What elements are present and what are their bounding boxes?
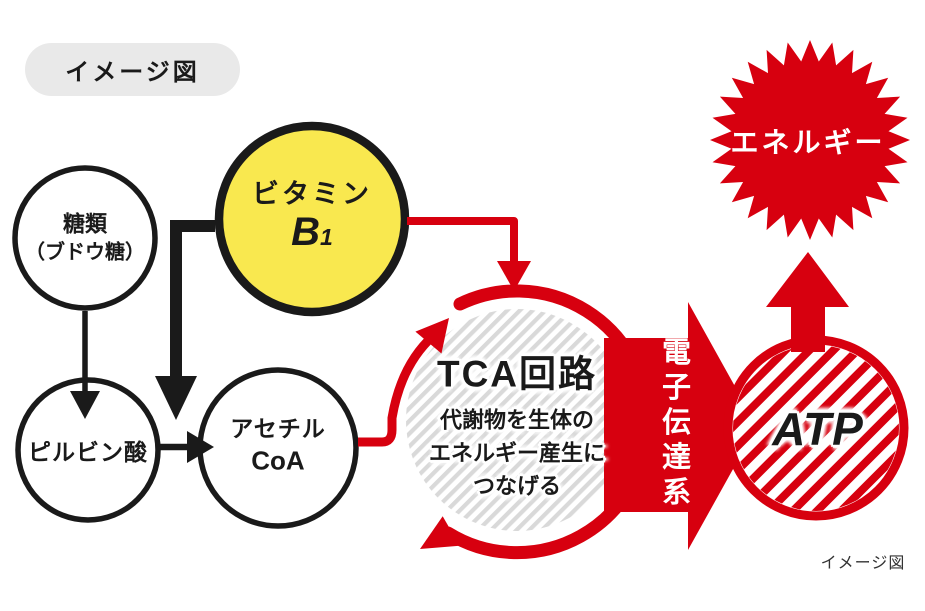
tca-desc-line2: エネルギー産生に <box>428 440 606 466</box>
arrow-atp-to-energy <box>766 252 849 352</box>
arrow-pyruvate-to-coa-head <box>187 431 214 463</box>
image-diagram-badge-label: イメージ図 <box>65 59 200 86</box>
tca-desc-line3: つなげる <box>472 473 562 499</box>
vitamin-b1-label-line1: ビタミン <box>252 178 372 209</box>
tca-label: TCA回路 代謝物を生体の エネルギー産生に つなげる <box>429 354 605 503</box>
atp-circle-hatch <box>733 345 899 511</box>
arrow-coa-to-tca-head <box>415 318 449 354</box>
sugar-label: 糖類 （ブドウ糖） <box>25 210 145 267</box>
atp-label: ATP <box>772 403 864 455</box>
electron-transport-arrow <box>604 302 757 550</box>
acetyl-coa-label: アセチル CoA <box>230 414 326 479</box>
image-diagram-badge: イメージ図 <box>25 43 240 96</box>
arrow-b1-to-tca <box>407 217 518 263</box>
tca-cycle-disc <box>406 309 628 531</box>
vitamin-b1-circle <box>214 121 410 317</box>
tca-title: TCA回路 <box>436 353 598 395</box>
arrow-b1-to-junction <box>170 220 215 377</box>
sugar-label-line1: 糖類 <box>62 211 107 237</box>
sugar-label-line2: （ブドウ糖） <box>25 241 145 264</box>
vitamin-b1-subscript: 1 <box>320 224 333 251</box>
vitamin-b1-label: ビタミン B1 <box>252 178 372 254</box>
arrow-b1-to-tca-head <box>497 261 531 291</box>
footer-note: イメージ図 <box>820 555 906 572</box>
tca-desc-line1: 代謝物を生体の <box>439 407 595 433</box>
energy-label: エネルギー <box>730 127 886 158</box>
energy-starburst <box>710 40 910 240</box>
acetyl-coa-label-line2: CoA <box>251 445 305 476</box>
electron-transport-label: 電子伝達系 <box>657 336 690 512</box>
sugar-circle <box>12 165 158 311</box>
pyruvate-circle <box>15 377 161 523</box>
acetyl-coa-label-line1: アセチル <box>230 415 326 442</box>
vitamin-b1-symbol: B <box>291 210 321 255</box>
tca-cycle-ring-head <box>420 516 460 549</box>
pyruvate-label: ピルビン酸 <box>28 439 148 465</box>
arrow-sugar-to-pyruvate-head <box>70 391 100 419</box>
arrow-b1-to-junction-head <box>155 376 197 420</box>
arrow-coa-to-tca <box>358 332 437 447</box>
